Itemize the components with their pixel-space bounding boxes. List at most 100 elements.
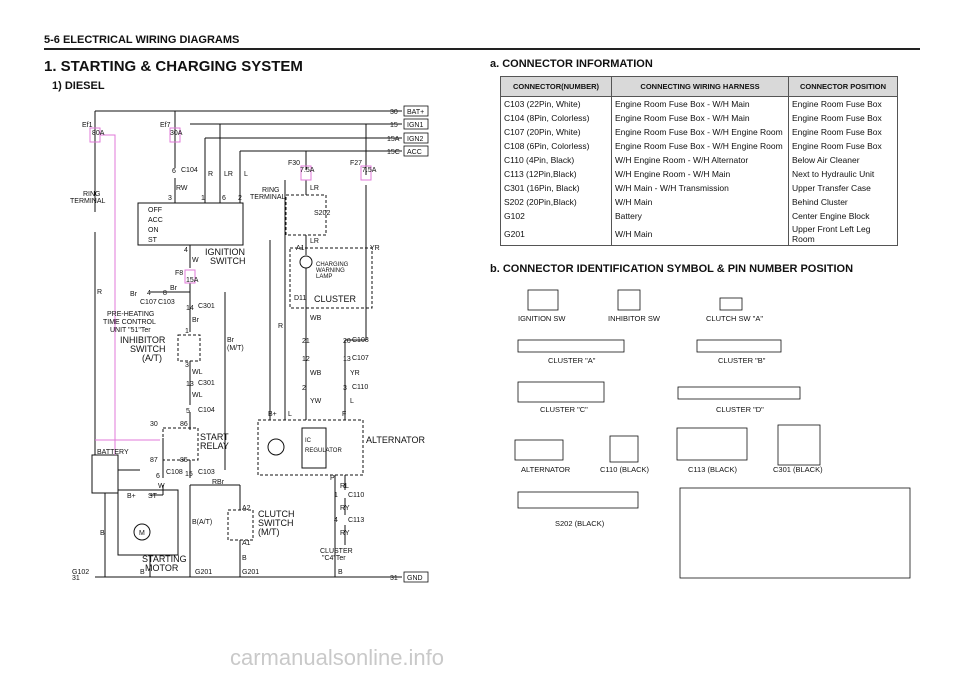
table-cell: G201 — [500, 223, 612, 246]
table-cell: W/H Main — [611, 195, 789, 209]
table-cell: Next to Hydraulic Unit — [788, 167, 898, 181]
table-cell: C301 (16Pin, Black) — [500, 181, 612, 195]
table-header: CONNECTING WIRING HARNESS — [611, 76, 789, 97]
table-row: C301 (16Pin, Black)W/H Main - W/H Transm… — [500, 181, 898, 195]
connector-id-title: b. CONNECTOR IDENTIFICATION SYMBOL & PIN… — [490, 263, 854, 275]
clutch-switch-label-3: (M/T) — [258, 527, 280, 537]
table-cell: W/H Main - W/H Transmission — [611, 181, 789, 195]
wiring-diagram: 30 BAT+ 15 IGN1 15A IGN2 15C ACC 31 GND … — [70, 105, 429, 583]
label-s202: S202 (BLACK) — [555, 519, 605, 528]
wire-r-2: R — [97, 289, 102, 296]
table-row: C113 (12Pin,Black)W/H Engine Room - W/H … — [500, 167, 898, 181]
rail-acc-tag: ACC — [407, 149, 422, 156]
wire-wl: WL — [192, 369, 203, 376]
wire-bplus-2: B+ — [268, 411, 277, 418]
label-c110: C110 (BLACK) — [600, 465, 650, 474]
pin-12: 12 — [302, 356, 310, 363]
ring-terminal-1b: TERMINAL — [70, 198, 106, 205]
table-cell: Engine Room Fuse Box — [788, 96, 898, 111]
rail-30: 30 — [390, 109, 398, 116]
label-c301: C301 (BLACK) — [773, 465, 823, 474]
rail-15: 15 — [390, 122, 398, 129]
wire-wb-2: WB — [310, 370, 322, 377]
table-cell: Center Engine Block — [788, 209, 898, 223]
pin-c103c: C103 — [352, 337, 369, 344]
pin-15: 15 — [185, 471, 193, 478]
regulator-label: REGULATOR — [305, 448, 342, 454]
pin-5: 5 — [186, 408, 190, 415]
table-cell: C110 (4Pin, Black) — [500, 153, 612, 167]
table-cell: C103 (22Pin, White) — [500, 96, 612, 111]
pin-c107b: C107 — [352, 355, 369, 362]
label-inhibitor-sw: INHIBITOR SW — [608, 314, 661, 323]
rail-15c: 15C — [387, 149, 400, 156]
table-cell: Engine Room Fuse Box - W/H Main — [611, 96, 789, 111]
wire-b-2: B — [140, 569, 145, 576]
watermark: carmanualsonline.info — [230, 645, 445, 670]
ring-terminal-2: RING — [262, 187, 280, 194]
ground-g201a: G201 — [195, 569, 212, 576]
pin-1b: 1 — [185, 328, 189, 335]
wire-b-5: B — [338, 569, 343, 576]
wire-l: L — [244, 171, 248, 178]
pin-8: 8 — [163, 290, 167, 297]
pin-c110b: C110 — [348, 492, 364, 499]
wire-r-3: R — [278, 323, 283, 330]
table-row: C110 (4Pin, Black)W/H Engine Room - W/H … — [500, 153, 898, 167]
wire-br-3: Br — [192, 317, 200, 324]
table-cell: C107 (20Pin, White) — [500, 125, 612, 139]
fuse-f30-rating: 7.5A — [300, 167, 315, 174]
pin-6b: 6 — [222, 195, 226, 202]
wire-ry-2: RY — [340, 530, 350, 537]
preheat-label: PRE-HEATING — [107, 311, 154, 318]
switch-st: ST — [148, 237, 158, 244]
table-cell: W/H Engine Room - W/H Main — [611, 167, 789, 181]
pin-d11: D11 — [294, 295, 306, 302]
label-cluster-b: CLUSTER "B" — [718, 356, 766, 365]
starting-motor-label: STARTING — [142, 554, 187, 564]
pin-85: 85 — [180, 457, 188, 464]
pin-c103b: C103 — [198, 469, 215, 476]
wire-lr-2: LR — [310, 185, 319, 192]
wire-b: B — [100, 530, 105, 537]
fuse-f27-label: F27 — [350, 160, 362, 167]
table-cell: S202 (20Pin,Black) — [500, 195, 612, 209]
preheat-label-2: TIME CONTROL — [103, 319, 156, 326]
fuse-f27-rating: 7.5A — [362, 167, 377, 174]
wire-f: F — [342, 411, 346, 418]
charging-lamp-label-2: WARNING — [316, 268, 345, 274]
battery-label: BATTERY — [97, 449, 129, 456]
wire-w: W — [192, 257, 199, 264]
pin-c301: C301 — [198, 303, 215, 310]
pin-21: 21 — [302, 338, 310, 345]
connector-symbols: IGNITION SW INHIBITOR SW CLUTCH SW "A" C… — [514, 289, 911, 579]
alternator-label: ALTERNATOR — [366, 435, 426, 445]
inhibitor-label: INHIBITOR — [120, 335, 166, 345]
pin-a1: A1 — [242, 540, 251, 547]
inhibitor-label-3: (A/T) — [142, 353, 162, 363]
wire-ry: RY — [340, 505, 350, 512]
start-relay-label: START — [200, 432, 229, 442]
pin-3c: 3 — [343, 385, 347, 392]
ring-terminal-1: RING — [83, 191, 101, 198]
table-cell: Upper Transfer Case — [788, 181, 898, 195]
wire-yr-2: YR — [350, 370, 360, 377]
table-cell: Engine Room Fuse Box — [788, 139, 898, 153]
wire-l-3: L — [350, 398, 354, 405]
pin-86: 86 — [180, 421, 188, 428]
ic-label: IC — [305, 438, 312, 444]
switch-off: OFF — [148, 207, 162, 214]
rail-gnd-tag: GND — [407, 575, 423, 582]
start-relay-label-2: RELAY — [200, 441, 229, 451]
cluster-c4-label-2: "C4"Ter — [322, 555, 346, 562]
pin-c110: C110 — [352, 384, 368, 391]
starting-motor-label-2: MOTOR — [145, 563, 179, 573]
preheat-label-3: UNIT "51"Ter — [110, 327, 151, 334]
pin-14: 14 — [186, 305, 194, 312]
wire-bplus: B+ — [127, 493, 136, 500]
pin-4c: 4 — [334, 517, 338, 524]
wire-yw: YW — [310, 398, 322, 405]
